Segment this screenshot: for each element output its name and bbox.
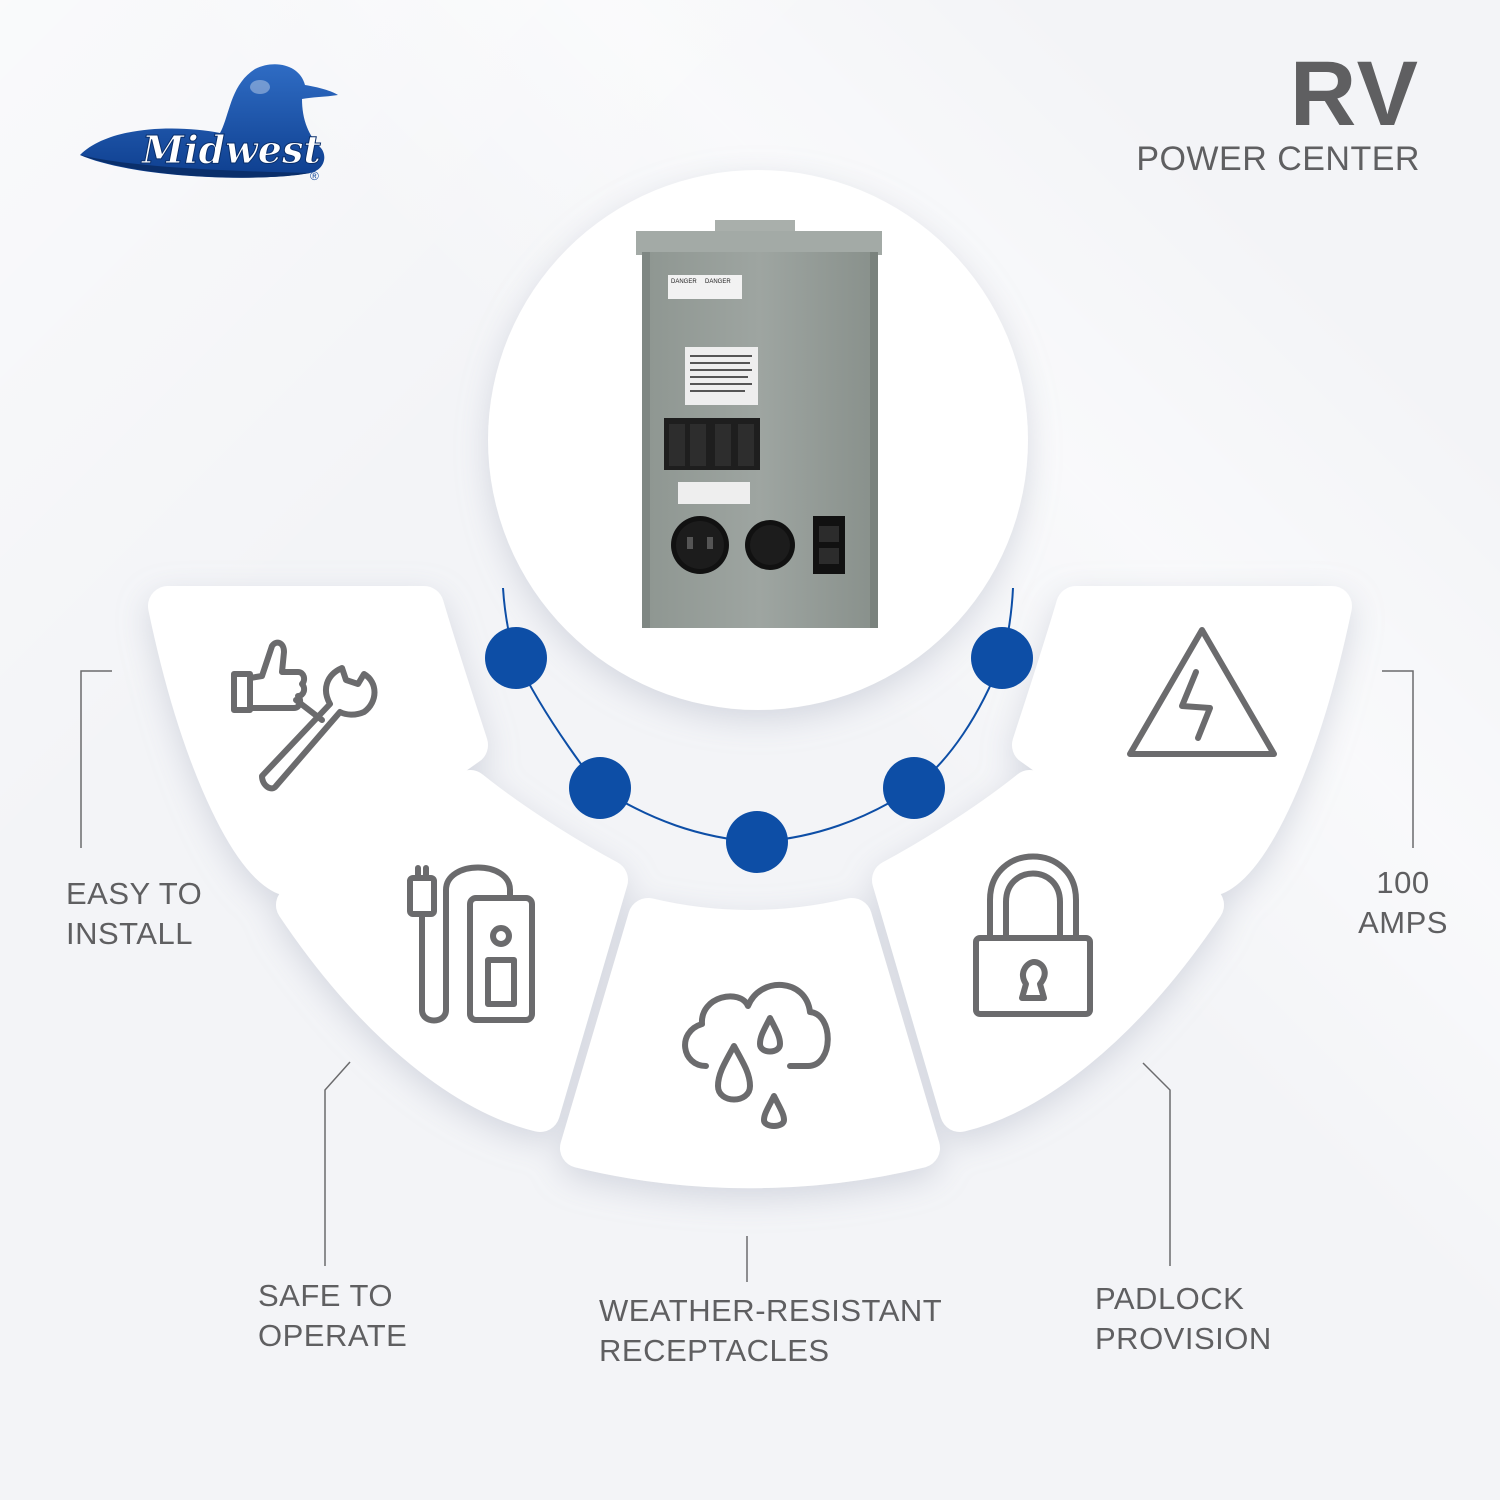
svg-text:®: ® <box>310 169 319 183</box>
arc-dot <box>485 627 547 689</box>
tile-amps <box>1012 586 1352 895</box>
svg-text:Midwest: Midwest <box>140 127 321 172</box>
arc-dot <box>726 811 788 873</box>
arc-dot <box>883 757 945 819</box>
padlock-icon <box>973 853 1093 1017</box>
page-subtitle: POWER CENTER <box>1136 140 1420 178</box>
page-title: RV <box>1289 43 1420 145</box>
leader-easy-install <box>80 670 112 848</box>
tile-weather-resistant <box>560 898 940 1189</box>
plug-cord-icon <box>407 864 535 1024</box>
thumbs-up-wrench-icon <box>231 639 378 792</box>
arc-dot <box>569 757 631 819</box>
tile-safe-operate <box>276 770 628 1132</box>
rain-cloud-icon <box>682 981 831 1129</box>
leader-amps <box>1382 670 1414 848</box>
svg-text:DANGER: DANGER <box>671 279 697 285</box>
midwest-logo: Midwest ® <box>80 64 338 183</box>
leader-padlock <box>1142 1062 1171 1266</box>
high-voltage-icon <box>1127 627 1277 757</box>
arc-dot <box>971 627 1033 689</box>
product-image: DANGER DANGER <box>636 220 882 628</box>
svg-text:DANGER: DANGER <box>705 279 731 285</box>
leader-safe-operate <box>324 1061 351 1266</box>
tile-padlock <box>872 770 1224 1132</box>
